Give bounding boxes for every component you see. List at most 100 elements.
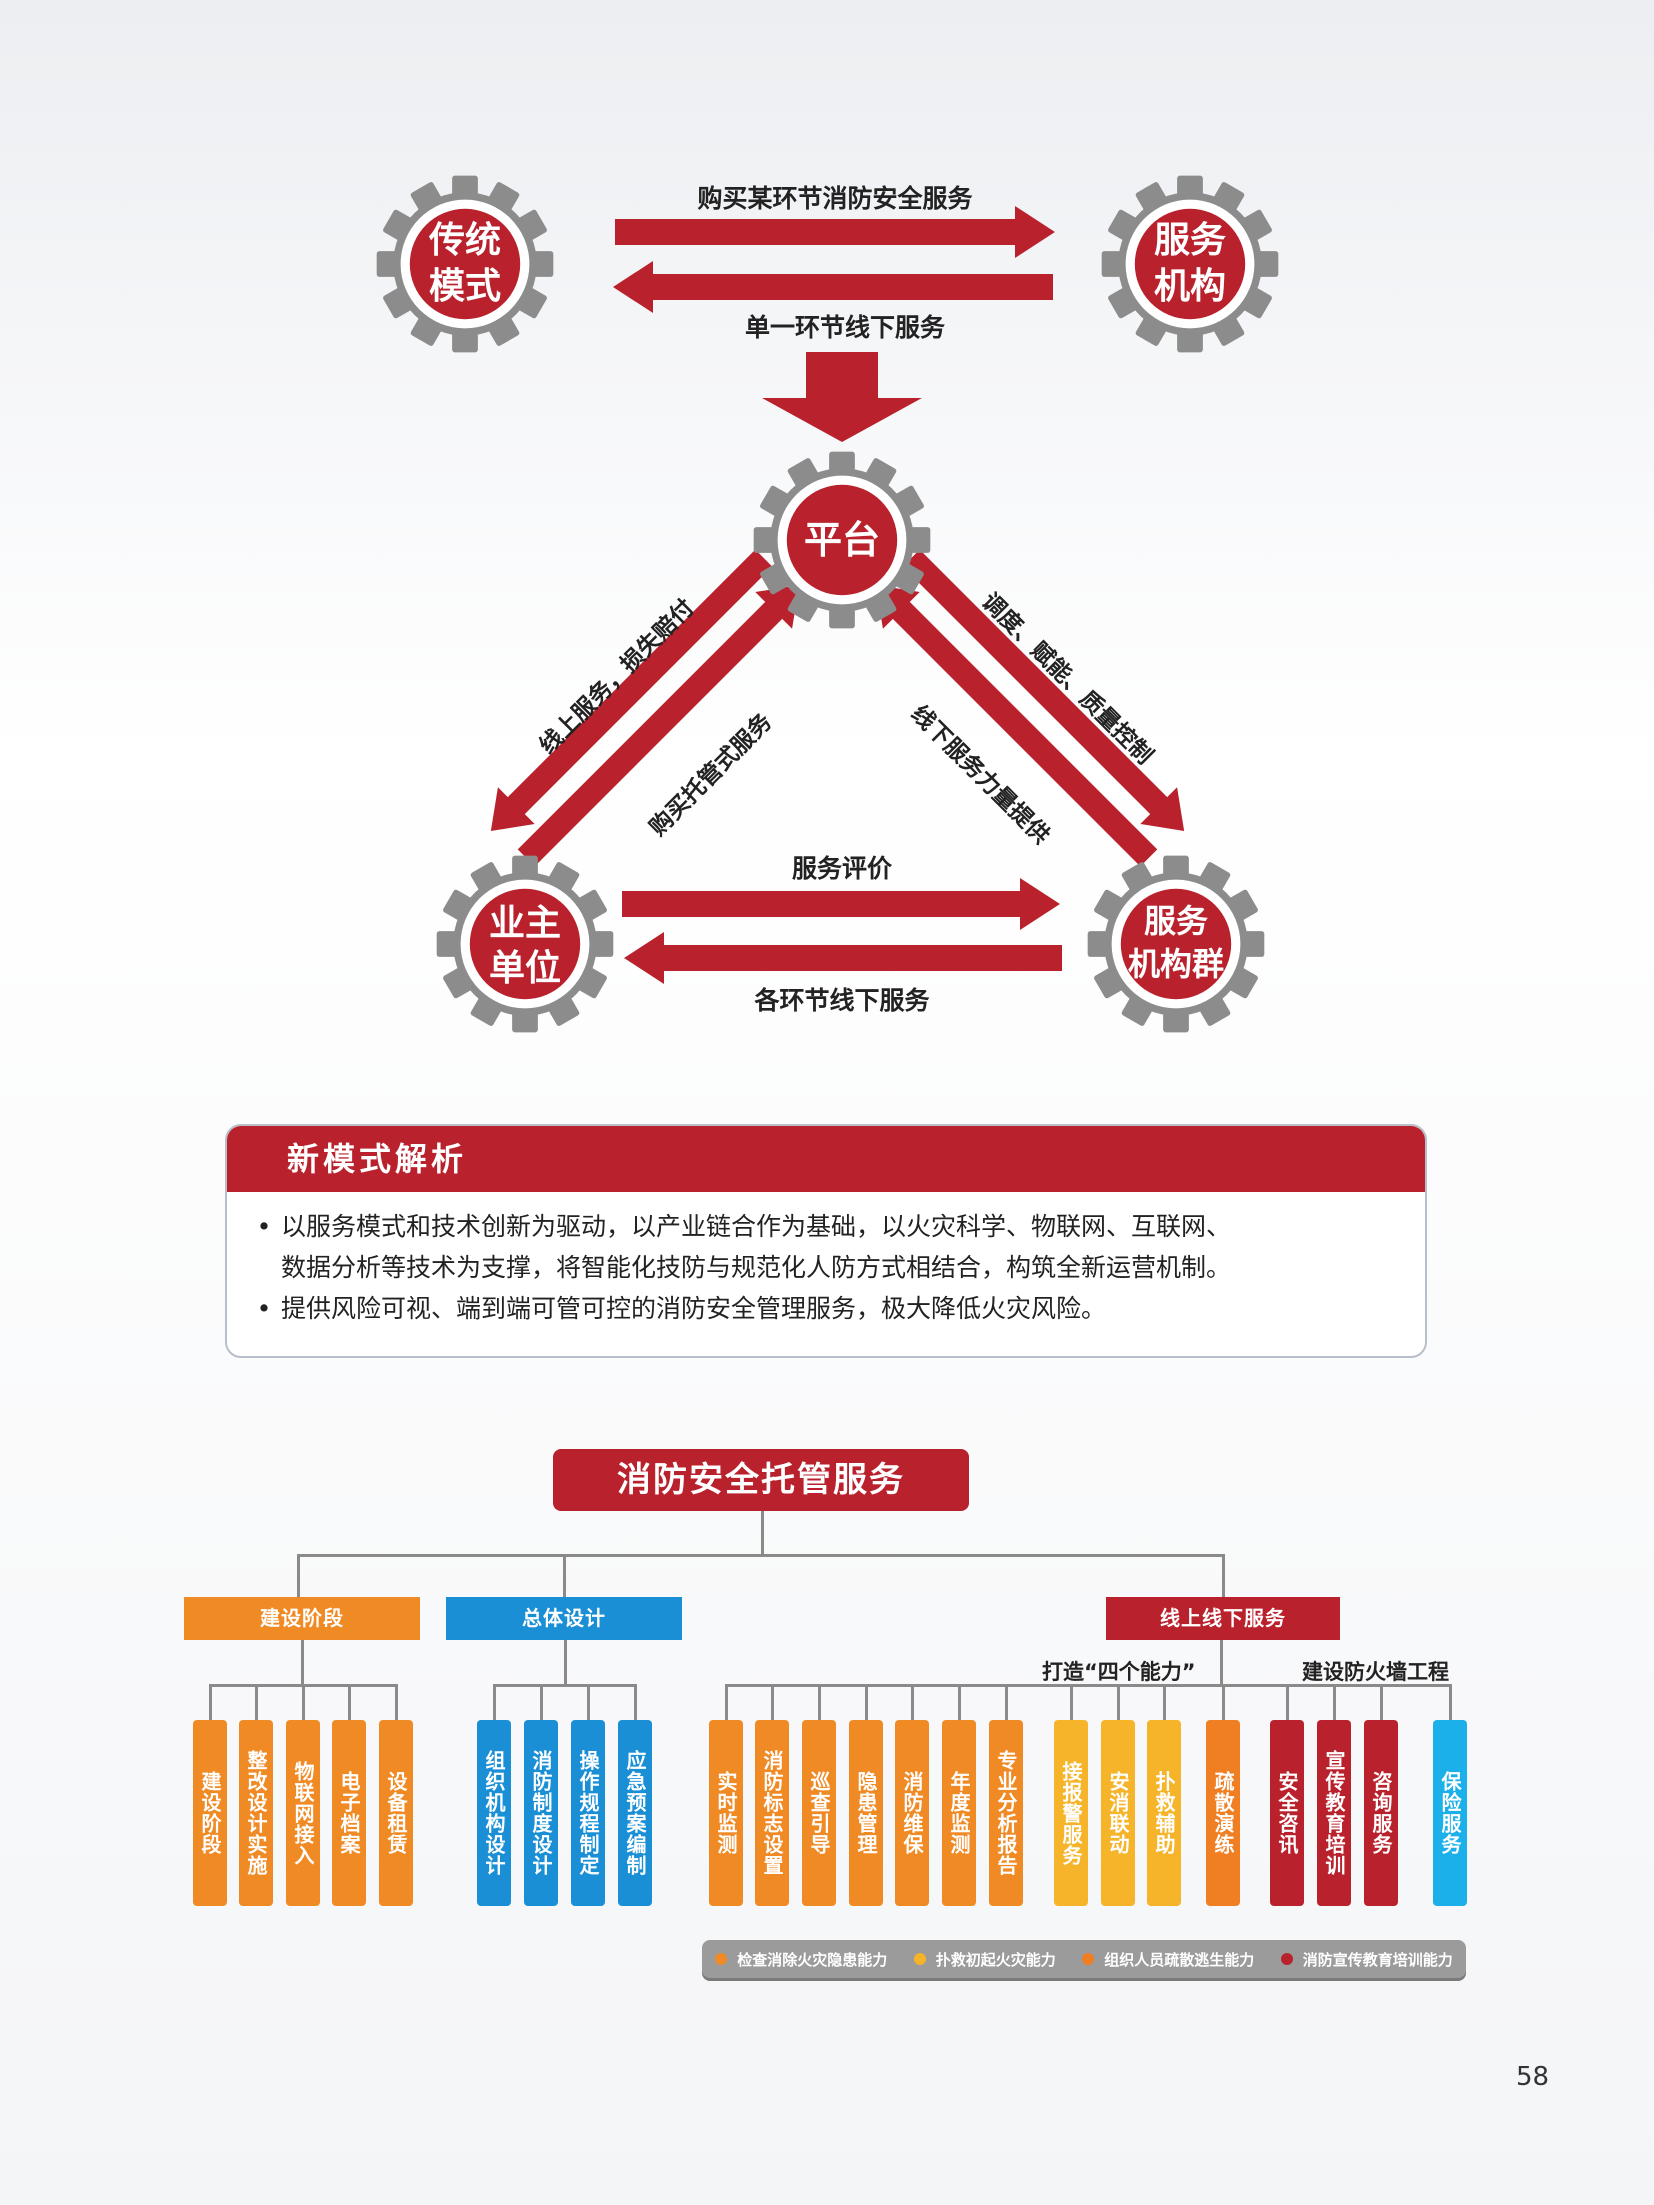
gear-owner-line2: 单位 bbox=[489, 948, 561, 989]
item-safety-info: 安全咨讯 bbox=[1270, 1720, 1304, 1906]
gear-traditional-line2: 模式 bbox=[429, 266, 501, 307]
analysis-body: • 以服务模式和技术创新为驱动，以产业链合作为基础，以火灾科学、物联网、互联网、… bbox=[227, 1192, 1425, 1329]
item-security-linkage: 安消联动 bbox=[1101, 1720, 1135, 1906]
item-org-design: 组织机构设计 bbox=[477, 1720, 511, 1906]
analysis-panel: 新模式解析 • 以服务模式和技术创新为驱动，以产业链合作为基础，以火灾科学、物联… bbox=[225, 1124, 1427, 1358]
connector bbox=[493, 1684, 496, 1720]
category-overall-design: 总体设计 bbox=[446, 1597, 682, 1640]
sub-label-four-abilities: 打造“四个能力” bbox=[1042, 1660, 1196, 1684]
item-procedure-making: 操作规程制定 bbox=[571, 1720, 605, 1906]
item-fire-sign: 消防标志设置 bbox=[755, 1720, 789, 1906]
label-dispatch: 调度、赋能、质量控制 bbox=[976, 588, 1158, 770]
item-construction-stage: 建设阶段 bbox=[193, 1720, 227, 1906]
arrow-to-service-group-bottom bbox=[622, 878, 1060, 930]
connector bbox=[348, 1684, 351, 1720]
item-electronic-archive: 电子档案 bbox=[332, 1720, 366, 1906]
sub-label-firewall: 建设防火墙工程 bbox=[1302, 1660, 1449, 1684]
item-consulting: 咨询服务 bbox=[1364, 1720, 1398, 1906]
connector bbox=[1222, 1684, 1225, 1720]
arrow-to-service-group bbox=[902, 549, 1185, 832]
gear-service-org-line2: 机构 bbox=[1154, 266, 1226, 307]
item-firefight-assist: 扑救辅助 bbox=[1147, 1720, 1181, 1906]
item-annual-monitor: 年度监测 bbox=[942, 1720, 976, 1906]
connector bbox=[1449, 1684, 1452, 1720]
gear-traditional bbox=[376, 175, 554, 353]
analysis-title: 新模式解析 bbox=[227, 1126, 1425, 1192]
connector bbox=[564, 1640, 567, 1686]
page-number: 58 bbox=[1516, 2062, 1550, 2092]
legend: 检查消除火灾隐患能力 扑救初起火灾能力 组织人员疏散逃生能力 消防宣传教育培训能… bbox=[702, 1940, 1466, 1978]
gear-owner bbox=[436, 855, 614, 1033]
gear-service-group-line1: 服务 bbox=[1144, 902, 1208, 940]
legend-label: 组织人员疏散逃生能力 bbox=[1104, 1950, 1255, 1969]
gear-traditional-line1: 传统 bbox=[428, 220, 501, 261]
bullet-icon: • bbox=[256, 1212, 272, 1241]
connector bbox=[563, 1554, 566, 1598]
legend-dot-icon bbox=[1082, 1953, 1095, 1965]
connector bbox=[1163, 1684, 1166, 1720]
label-online-claims: 线上服务，损失赔付 bbox=[534, 594, 699, 759]
connector bbox=[911, 1684, 914, 1720]
category-online-offline: 线上线下服务 bbox=[1106, 1597, 1340, 1640]
connector bbox=[1380, 1684, 1383, 1720]
item-education-training: 宣传教育培训 bbox=[1317, 1720, 1351, 1906]
arrow-to-owner bbox=[490, 549, 773, 832]
connector bbox=[818, 1684, 821, 1720]
connector bbox=[587, 1684, 590, 1720]
connector bbox=[297, 1554, 300, 1598]
connector bbox=[958, 1684, 961, 1720]
connector bbox=[725, 1684, 1452, 1687]
item-equipment-lease: 设备租赁 bbox=[379, 1720, 413, 1906]
item-evacuation-drill: 疏散演练 bbox=[1206, 1720, 1240, 1906]
label-offline-supply: 线下服务力量提供 bbox=[906, 700, 1055, 849]
connector bbox=[761, 1511, 764, 1556]
legend-item: 扑救初起火灾能力 bbox=[913, 1949, 1056, 1970]
arrow-to-traditional bbox=[613, 261, 1053, 313]
arrow-to-owner-bottom bbox=[624, 932, 1062, 984]
legend-label: 检查消除火灾隐患能力 bbox=[737, 1950, 888, 1969]
item-iot-access: 物联网接入 bbox=[286, 1720, 320, 1906]
category-construction: 建设阶段 bbox=[184, 1597, 420, 1640]
arrow-to-platform-left bbox=[517, 584, 800, 867]
legend-dot-icon bbox=[913, 1953, 926, 1965]
bullet-2-text: 提供风险可视、端到端可管可控的消防安全管理服务，极大降低火灾风险。 bbox=[281, 1294, 1107, 1323]
connector bbox=[493, 1684, 636, 1687]
legend-label: 消防宣传教育培训能力 bbox=[1302, 1950, 1453, 1969]
item-analysis-report: 专业分析报告 bbox=[989, 1720, 1023, 1906]
connector bbox=[1117, 1684, 1120, 1720]
connector bbox=[297, 1554, 1225, 1557]
item-fire-maintenance: 消防维保 bbox=[895, 1720, 929, 1906]
connector bbox=[1222, 1554, 1225, 1598]
bullet-icon: • bbox=[256, 1294, 272, 1323]
legend-item: 检查消除火灾隐患能力 bbox=[715, 1949, 887, 1970]
item-fire-system-design: 消防制度设计 bbox=[524, 1720, 558, 1906]
down-arrow bbox=[762, 352, 922, 442]
connector bbox=[1333, 1684, 1336, 1720]
item-alarm-service: 接报警服务 bbox=[1054, 1720, 1088, 1906]
flow-diagram: 传统 模式 服务 机构 平台 业主 单位 服务 机构群 购买某环节消防安全服务 … bbox=[376, 175, 1279, 1033]
gear-owner-line1: 业主 bbox=[489, 903, 561, 944]
arrow-to-platform-right bbox=[875, 584, 1158, 867]
label-single-offline: 单一环节线下服务 bbox=[745, 313, 945, 342]
item-insurance: 保险服务 bbox=[1433, 1720, 1467, 1906]
gear-service-group bbox=[1087, 855, 1265, 1033]
bullet-1-line-1: 以服务模式和技术创新为驱动，以产业链合作为基础，以火灾科学、物联网、互联网、 bbox=[281, 1212, 1232, 1241]
connector bbox=[540, 1684, 543, 1720]
connector bbox=[395, 1684, 398, 1720]
analysis-bullet-1: • 以服务模式和技术创新为驱动，以产业链合作为基础，以火灾科学、物联网、互联网、… bbox=[247, 1206, 1385, 1288]
tree-title: 消防安全托管服务 bbox=[553, 1449, 969, 1511]
label-buy-segment: 购买某环节消防安全服务 bbox=[697, 184, 972, 213]
item-patrol-guide: 巡查引导 bbox=[802, 1720, 836, 1906]
connector bbox=[255, 1684, 258, 1720]
label-all-offline: 各环节线下服务 bbox=[753, 986, 929, 1015]
analysis-bullet-2: • 提供风险可视、端到端可管可控的消防安全管理服务，极大降低火灾风险。 bbox=[247, 1288, 1385, 1329]
item-realtime-monitor: 实时监测 bbox=[709, 1720, 743, 1906]
gear-service-org bbox=[1101, 175, 1279, 353]
connector bbox=[634, 1684, 637, 1720]
connector bbox=[301, 1640, 304, 1686]
connector bbox=[1070, 1684, 1073, 1720]
item-rectification-design: 整改设计实施 bbox=[239, 1720, 273, 1906]
connector bbox=[1286, 1684, 1289, 1720]
item-hazard-mgmt: 隐患管理 bbox=[849, 1720, 883, 1906]
legend-item: 消防宣传教育培训能力 bbox=[1280, 1949, 1453, 1970]
